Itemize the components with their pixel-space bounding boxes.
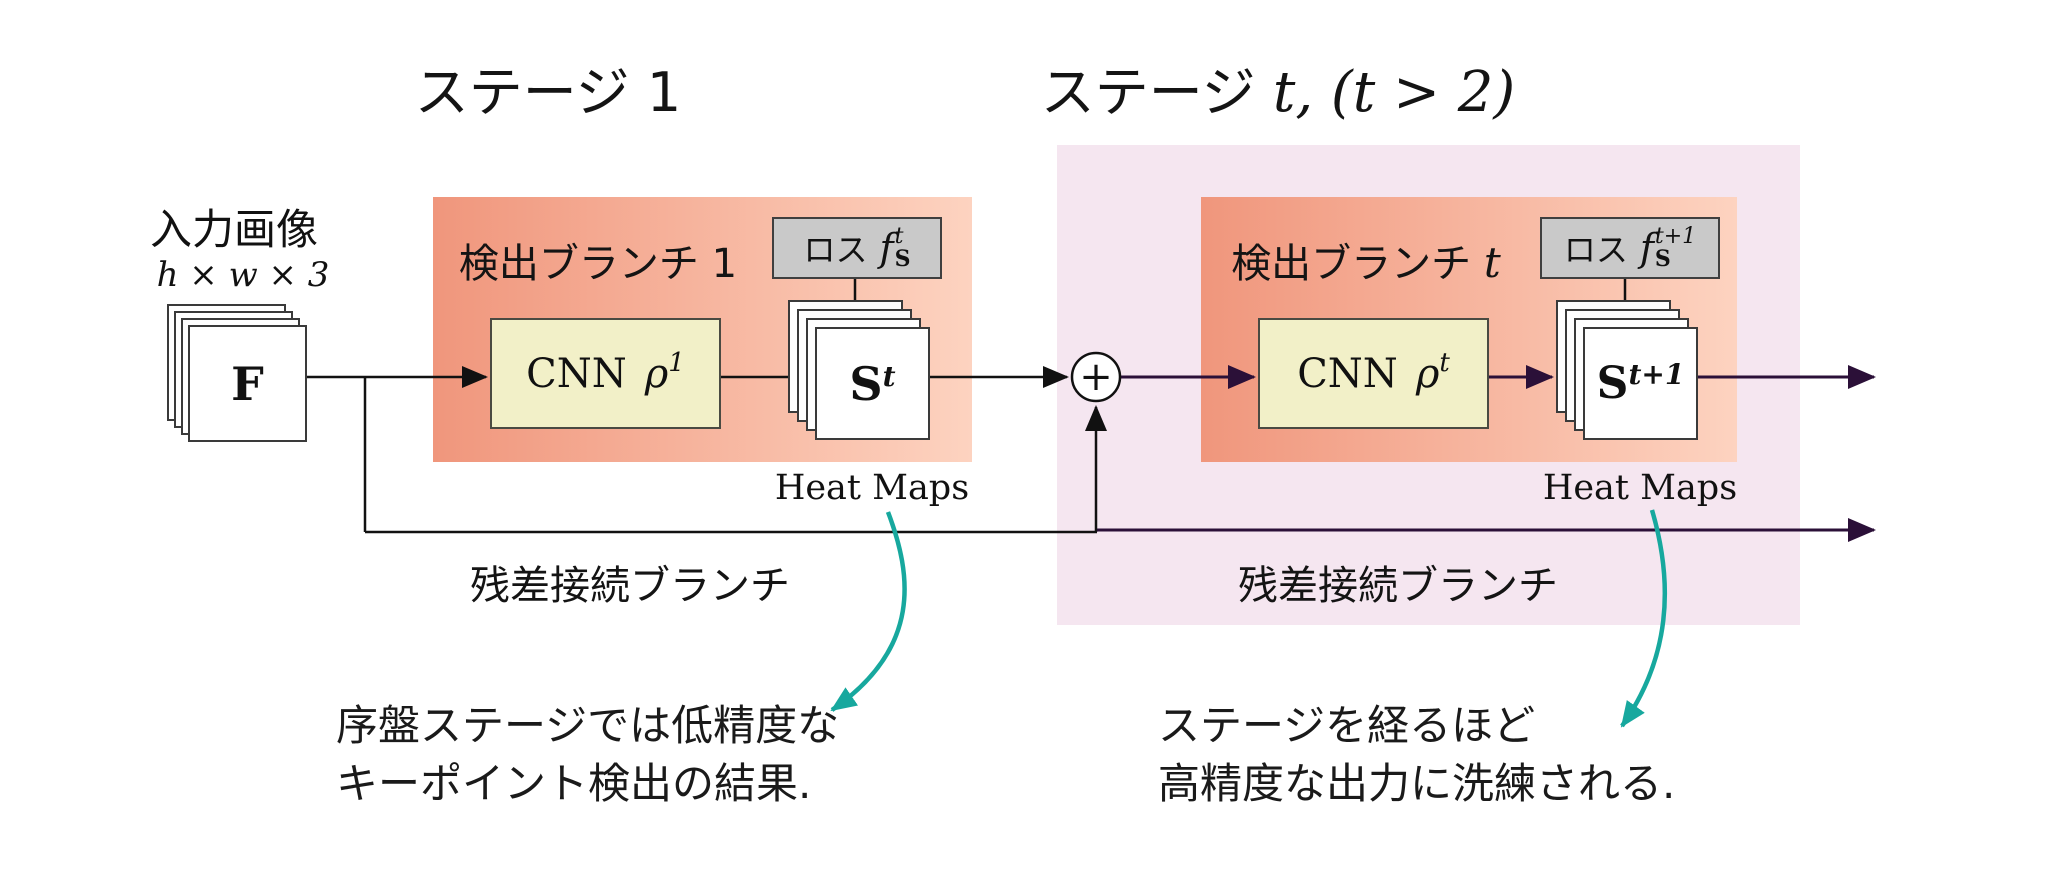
sum-node-plus: +: [1076, 354, 1116, 400]
input-image-label: 入力画像: [134, 196, 334, 257]
heatmap2-symbol: St+1: [1596, 358, 1685, 409]
heatmaps1-text: Heat Maps: [774, 468, 970, 508]
callout-arrow-stage1: [830, 511, 907, 712]
heatmaps-label-staget: Heat Maps: [1530, 468, 1750, 508]
input-image-label-text: 入力画像: [149, 205, 318, 254]
annotation-left-line2-text: キーポイント検出の結果.: [336, 759, 812, 808]
residual2-text: 残差接続ブランチ: [1238, 563, 1558, 609]
cnn1-symbol: ρ1: [644, 347, 685, 397]
cnnt-word: CNN: [1297, 350, 1398, 397]
annotation-right-line1: ステージを経るほど: [1158, 692, 1535, 753]
staget-title: ステージ t, (t > 2): [1028, 48, 1528, 127]
annotation-right-line2-text: 高精度な出力に洗練される.: [1158, 759, 1676, 808]
stage1-title-text: ステージ 1: [414, 61, 682, 124]
input-tensor-sheet: F: [188, 325, 307, 442]
loss2-function-symbol: f: [1639, 226, 1654, 270]
stage1-title: ステージ 1: [298, 48, 798, 127]
annotation-right-line2: 高精度な出力に洗練される.: [1158, 750, 1675, 811]
cnnt-symbol: ρt: [1415, 347, 1450, 397]
annotation-left-line1-text: 序盤ステージでは低精度な: [336, 701, 840, 750]
annotation-left-line1: 序盤ステージでは低精度な: [336, 692, 839, 753]
cnn1-word: CNN: [526, 350, 627, 397]
detection-branch-t-math: t: [1483, 238, 1501, 287]
staget-title-math: t, (t > 2): [1272, 60, 1516, 125]
callout-arrow-staget: [1620, 509, 1668, 728]
residual-label-staget: 残差接続ブランチ: [1198, 553, 1598, 611]
loss1-word: ロス: [803, 231, 868, 269]
detection-branch-1-label: 検出ブランチ 1: [433, 231, 763, 289]
heatmap-sheet-staget: St+1: [1583, 327, 1698, 440]
input-tensor-symbol: F: [231, 356, 264, 411]
heatmaps2-text: Heat Maps: [1542, 468, 1738, 508]
residual1-text: 残差接続ブランチ: [470, 563, 790, 609]
cnn-box-staget: CNN ρt: [1258, 318, 1489, 429]
plus-sign: +: [1079, 354, 1113, 400]
loss1-function-symbol: f: [879, 226, 894, 270]
heatmaps-label-stage1: Heat Maps: [762, 468, 982, 508]
detection-branch-t-label: 検出ブランチ t: [1201, 231, 1531, 289]
staget-title-jp: ステージ: [1040, 61, 1256, 124]
residual-label-stage1: 残差接続ブランチ: [430, 553, 830, 611]
sum-node-circle: [1070, 351, 1122, 403]
detection-branch-1-text: 検出ブランチ 1: [458, 241, 738, 287]
detection-branch-t-jp: 検出ブランチ: [1231, 241, 1472, 287]
annotation-left-line2: キーポイント検出の結果.: [336, 750, 811, 811]
input-dims-text: h × w × 3: [156, 255, 330, 295]
annotation-right-line1-text: ステージを経るほど: [1158, 701, 1536, 750]
heatmap-sheet-stage1: St: [815, 327, 930, 440]
input-dims-label: h × w × 3: [143, 255, 343, 295]
heatmap1-symbol: St: [849, 356, 896, 411]
loss2-word: ロス: [1563, 231, 1628, 269]
cnn-box-stage1: CNN ρ1: [490, 318, 721, 429]
